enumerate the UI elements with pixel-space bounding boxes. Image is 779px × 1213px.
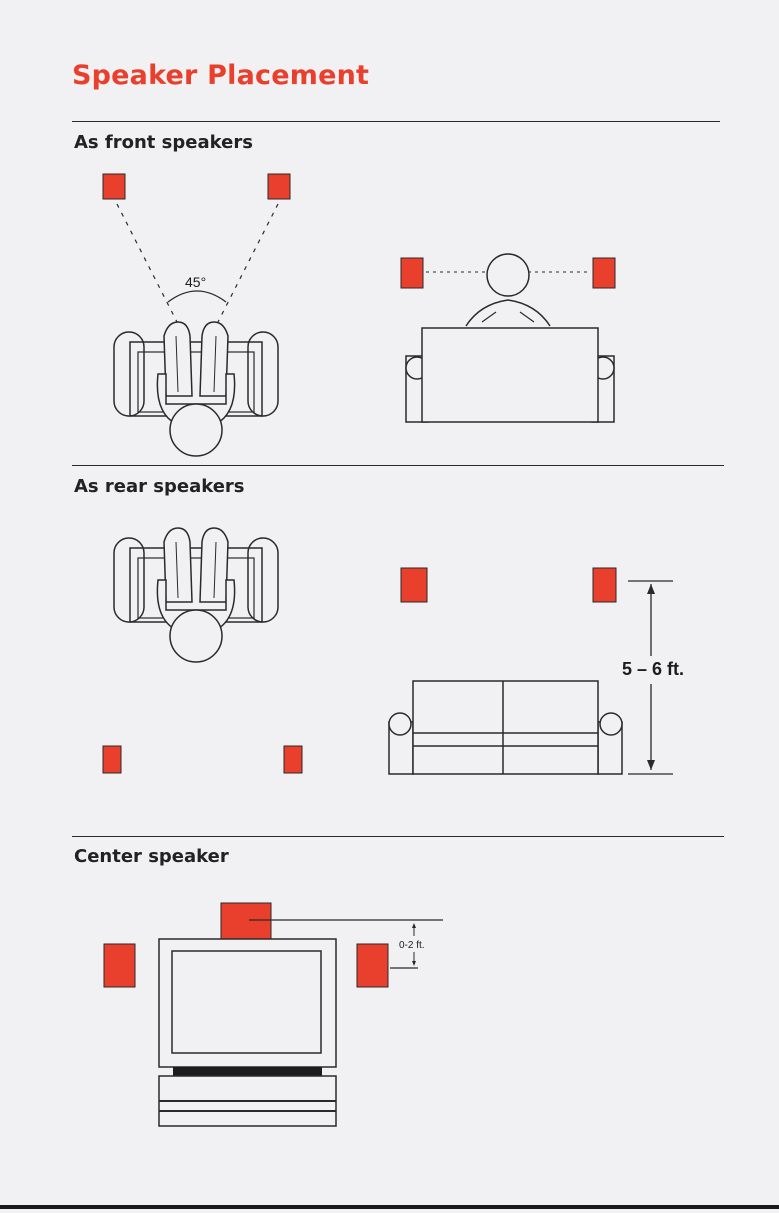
- center-speaker: [221, 903, 271, 939]
- rear-left-speaker: [103, 746, 121, 773]
- angle-arc: [168, 291, 226, 302]
- bottom-edge: [0, 1205, 779, 1209]
- front-view-right-speaker: [593, 258, 615, 288]
- front-view-left-speaker: [401, 258, 423, 288]
- rear-right-speaker: [284, 746, 302, 773]
- listener-shoulders: [466, 300, 550, 326]
- rear-listener-top-view: [114, 528, 278, 662]
- rear-view-left-speaker: [401, 568, 427, 602]
- height-label: 5 – 6 ft.: [622, 659, 684, 679]
- listener-head: [487, 254, 529, 296]
- sofa-back-view: [389, 681, 622, 774]
- front-listener-top-view: [114, 322, 278, 456]
- center-left-speaker: [104, 944, 135, 987]
- angle-label: 45°: [185, 274, 206, 290]
- rear-view-right-speaker: [593, 568, 616, 602]
- television: [159, 939, 336, 1126]
- front-right-speaker: [268, 174, 290, 199]
- front-chair-back-view: [406, 328, 614, 422]
- center-right-speaker: [357, 944, 388, 987]
- front-left-speaker: [103, 174, 125, 199]
- offset-label: 0-2 ft.: [399, 940, 425, 951]
